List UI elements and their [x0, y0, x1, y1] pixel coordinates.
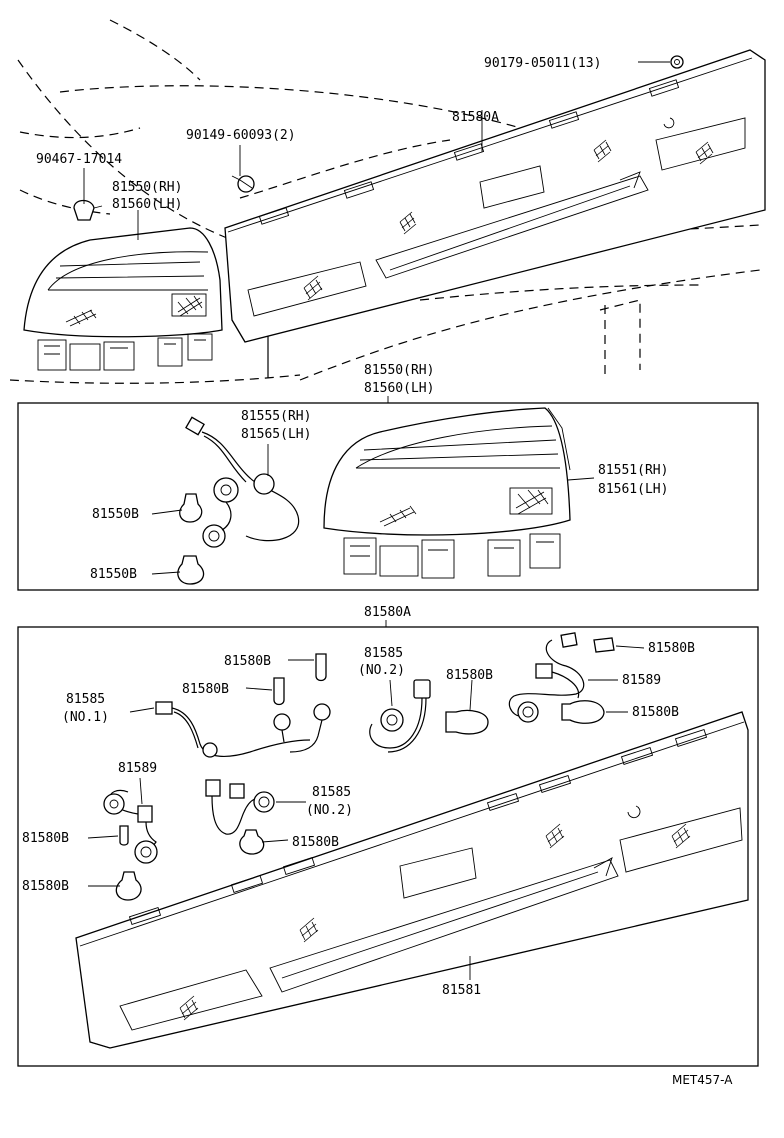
label-90179-05011: 90179-05011(13): [484, 56, 601, 71]
tail-lamp-top: [23, 227, 223, 371]
harness-81585-no1: [155, 701, 331, 758]
bulb-81580B-right2: [561, 700, 605, 724]
bulb-81550B-2: [177, 555, 205, 585]
box-garnish-assembly: [17, 626, 759, 1067]
label-no1: (NO.1): [62, 710, 109, 725]
label-81580A-top: 81580A: [452, 110, 499, 125]
label-81580B-left1: 81580B: [22, 831, 69, 846]
label-81581: 81581: [442, 983, 481, 998]
label-81585-no2-lower: 81585: [312, 785, 351, 800]
harness-81585-no2-lower: [205, 779, 275, 835]
label-81585-no2-center: 81585: [364, 646, 403, 661]
label-81580B-left2: 81580B: [22, 879, 69, 894]
bulb-81550B-1: [179, 493, 203, 523]
bulb-81580B-wedge: [445, 709, 489, 735]
label-81561-lh: 81561(LH): [598, 482, 668, 497]
mid-leaders: [151, 444, 595, 575]
bulb-81580B-left1: [119, 825, 129, 846]
bulb-81580B-mid: [239, 829, 265, 855]
rear-garnish-bottom: [75, 711, 749, 1049]
harness-81589-right: [508, 632, 615, 723]
label-81580B-right2: 81580B: [632, 705, 679, 720]
label-81589-right: 81589: [622, 673, 661, 688]
screw-90149: [231, 175, 255, 193]
label-no2-center: (NO.2): [358, 663, 405, 678]
diagram-code: MET457-A: [672, 1073, 733, 1087]
label-81580B-a: 81580B: [224, 654, 271, 669]
rear-garnish-top: [224, 49, 766, 343]
box-lamp-assembly: [17, 402, 759, 591]
label-81580B-top-right: 81580B: [648, 641, 695, 656]
label-81585-no1: 81585: [66, 692, 105, 707]
nut-90179: [670, 55, 684, 69]
label-81550-rh-mid: 81550(RH): [364, 363, 434, 378]
label-81580B-mid: 81580B: [292, 835, 339, 850]
label-81580B-c: 81580B: [446, 668, 493, 683]
harness-81589-left: [103, 789, 158, 864]
label-81555-rh: 81555(RH): [241, 409, 311, 424]
lamp-wiring-harness: [185, 416, 300, 548]
label-81580A-box: 81580A: [364, 605, 411, 620]
label-81560-lh-mid: 81560(LH): [364, 381, 434, 396]
label-81550-rh-top: 81550(RH): [112, 180, 182, 195]
label-81580B-b: 81580B: [182, 682, 229, 697]
label-81560-lh-top: 81560(LH): [112, 197, 182, 212]
label-no2-lower: (NO.2): [306, 803, 353, 818]
harness-81585-no2-center: [369, 679, 431, 753]
label-81550B-1: 81550B: [92, 507, 139, 522]
label-81551-rh: 81551(RH): [598, 463, 668, 478]
bulb-81580B-left2: [115, 871, 142, 901]
bulb-81580B-b: [273, 677, 285, 706]
bottom-leaders: [87, 645, 645, 980]
label-81550B-2: 81550B: [90, 567, 137, 582]
label-90467-17014: 90467-17014: [36, 152, 122, 167]
vehicle-body-outline: [9, 19, 761, 384]
tail-lamp-mid: [323, 407, 571, 579]
top-leaders: [83, 61, 670, 403]
label-81565-lh: 81565(LH): [241, 427, 311, 442]
bulb-81580B-a: [315, 653, 327, 682]
fastener-90467: [73, 199, 103, 221]
label-90149-60093: 90149-60093(2): [186, 128, 296, 143]
label-81589-left: 81589: [118, 761, 157, 776]
